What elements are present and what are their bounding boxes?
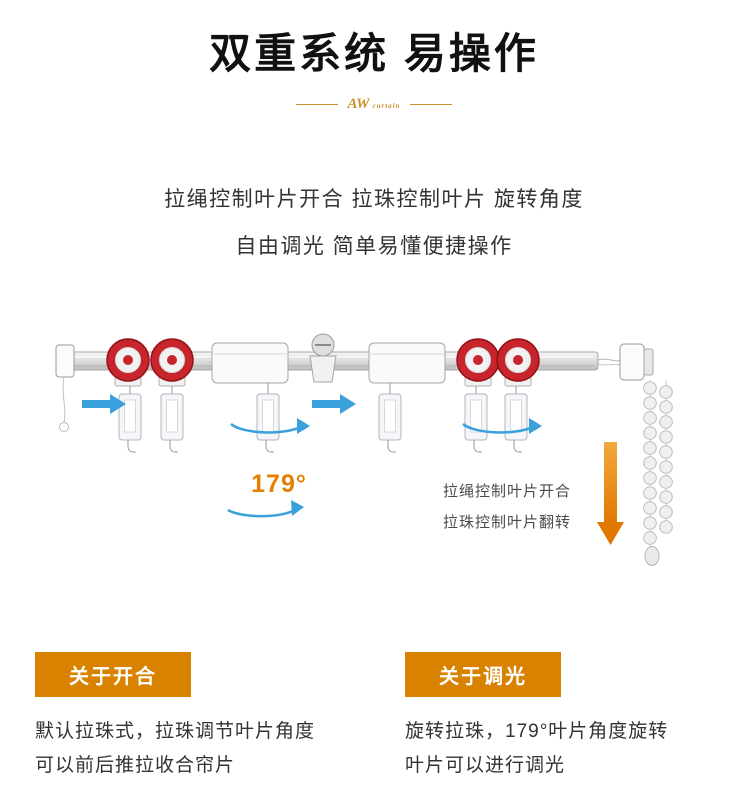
brand-divider: AW curtain (0, 96, 748, 113)
section-text-line: 可以前后推拉收合帘片 (35, 755, 236, 776)
rotation-arrow-icon (230, 418, 310, 434)
section-text-line: 默认拉珠式，拉珠调节叶片角度 (35, 721, 316, 742)
section-text-line: 旋转拉珠，179°叶片角度旋转 (405, 721, 669, 742)
page-title: 双重系统 易操作 (209, 30, 539, 77)
intro-text: 拉绳控制叶片开合 拉珠控制叶片 旋转角度 自由调光 简单易懂便捷操作 (0, 176, 748, 270)
figure-note-1: 拉绳控制叶片开合 (443, 483, 572, 500)
section-text-line: 叶片可以进行调光 (405, 755, 566, 776)
vane-carrier (118, 386, 142, 453)
brand-logo-text: AW (347, 96, 370, 112)
vane-carrier (256, 383, 280, 453)
divider-line-right (410, 104, 453, 105)
pull-down-arrow-icon (597, 442, 624, 545)
roller-wheel-icon (456, 338, 500, 387)
roller-wheels (106, 338, 540, 387)
product-figure: 179° 拉绳控制叶片开合 拉珠控制叶片翻转 (0, 330, 748, 596)
angle-label: 179° (251, 470, 307, 498)
curtain-track-illustration (55, 333, 673, 566)
rotation-arrow-icon (462, 418, 542, 434)
section-heading-dimming: 关于调光 (405, 652, 561, 697)
vane-carriers (118, 383, 528, 453)
vane-carrier (160, 386, 184, 453)
roller-wheel-icon (496, 338, 540, 387)
angle-rotation-arrow-icon (227, 500, 304, 518)
brand-logo-sub: curtain (372, 102, 401, 110)
section-text-open-close: 默认拉珠式，拉珠调节叶片角度 可以前后推拉收合帘片 (35, 715, 365, 783)
figure-note-2: 拉珠控制叶片翻转 (443, 514, 572, 531)
roller-wheel-icon (150, 338, 194, 387)
vane-carrier (504, 386, 528, 453)
roller-wheel-icon (106, 338, 150, 387)
direction-arrow-icon (82, 394, 126, 414)
divider-line-left (295, 104, 338, 105)
bead-chain (643, 380, 673, 566)
right-end-assembly (597, 343, 654, 381)
vane-carrier (464, 386, 488, 453)
vane-carrier (378, 383, 402, 453)
section-heading-open-close: 关于开合 (35, 652, 191, 697)
section-dimming: 关于调光 旋转拉珠，179°叶片角度旋转 叶片可以进行调光 (405, 652, 735, 783)
intro-line-1: 拉绳控制叶片开合 拉珠控制叶片 旋转角度 (164, 188, 584, 211)
intro-line-2: 自由调光 简单易懂便捷操作 (235, 235, 513, 258)
direction-arrow-icon (312, 394, 356, 414)
track-housings (211, 333, 446, 384)
section-text-dimming: 旋转拉珠，179°叶片角度旋转 叶片可以进行调光 (405, 715, 735, 783)
section-open-close: 关于开合 默认拉珠式，拉珠调节叶片角度 可以前后推拉收合帘片 (35, 652, 365, 783)
brand-logo: AW curtain (348, 96, 401, 113)
left-end-cap (55, 344, 75, 432)
